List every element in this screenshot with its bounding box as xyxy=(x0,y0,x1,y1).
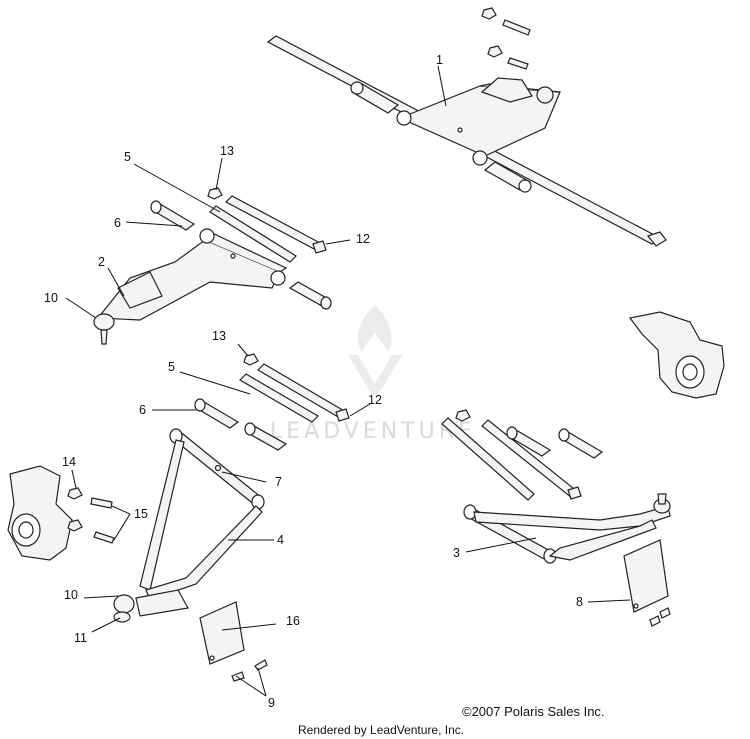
callout-5-upper: 5 xyxy=(124,150,131,164)
callout-16: 16 xyxy=(286,614,300,628)
lower-left-a-arm xyxy=(113,353,350,682)
callout-13-upper: 13 xyxy=(220,144,234,158)
watermark-text: LEADVENTURE xyxy=(270,419,476,444)
callout-7: 7 xyxy=(275,475,282,489)
copyright-notice: ©2007 Polaris Sales Inc. xyxy=(462,704,605,719)
callout-1: 1 xyxy=(436,53,443,67)
callout-12-lower: 12 xyxy=(368,393,382,407)
leader-lines xyxy=(65,65,631,697)
callout-2: 2 xyxy=(98,255,105,269)
rendered-by-credit: Rendered by LeadVenture, Inc. xyxy=(298,723,464,737)
callout-13-lower: 13 xyxy=(212,329,226,343)
callout-3: 3 xyxy=(453,546,460,560)
upper-left-a-arm xyxy=(93,187,332,345)
callout-8: 8 xyxy=(576,595,583,609)
callout-10-upper: 10 xyxy=(44,291,58,305)
lower-right-a-arm xyxy=(441,409,671,627)
callout-11: 11 xyxy=(74,631,87,645)
upper-right-a-arm-assembly xyxy=(266,7,667,247)
callout-12-upper: 12 xyxy=(356,232,370,246)
right-steering-knuckle xyxy=(628,311,725,399)
callout-5-lower: 5 xyxy=(168,360,175,374)
callout-14: 14 xyxy=(62,455,76,469)
callout-9: 9 xyxy=(268,696,275,710)
callout-6-lower: 6 xyxy=(139,403,146,417)
callout-4: 4 xyxy=(277,533,284,547)
left-steering-knuckle xyxy=(7,465,115,561)
callout-6-upper: 6 xyxy=(114,216,121,230)
watermark-logo xyxy=(348,305,402,395)
callout-10-lower: 10 xyxy=(64,588,78,602)
callout-15: 15 xyxy=(134,507,148,521)
callout-labels: 1 2 3 4 5 5 6 6 7 8 9 10 10 11 12 12 13 … xyxy=(44,53,583,710)
